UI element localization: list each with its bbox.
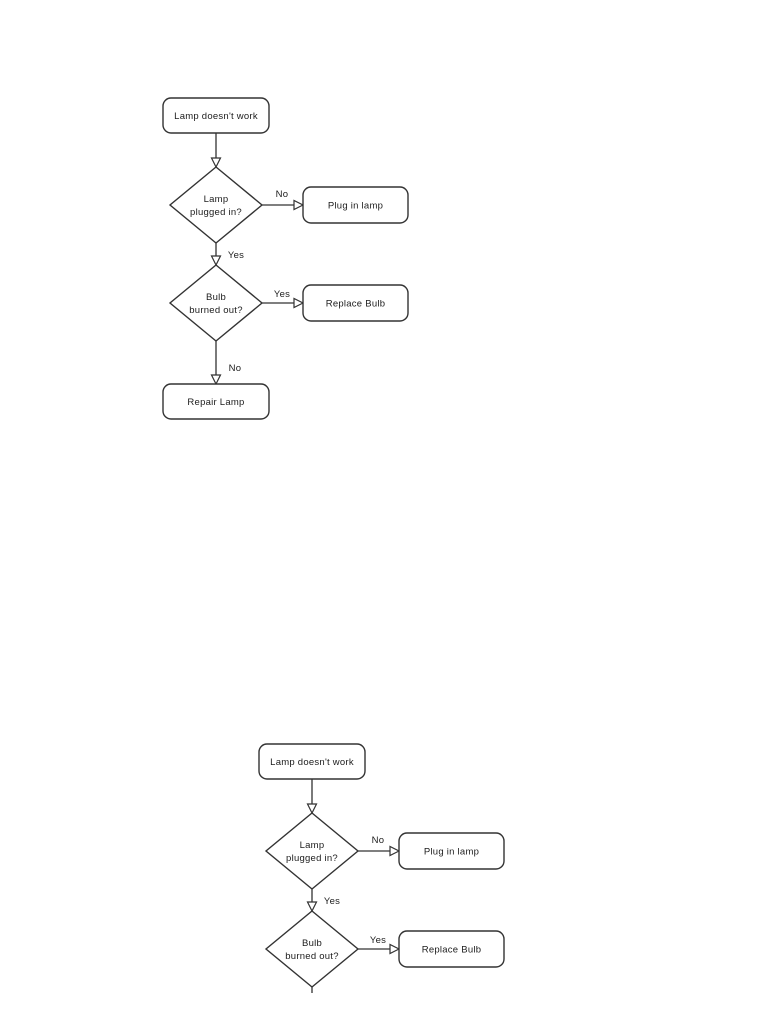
node-label: burned out? xyxy=(285,951,338,962)
node-label: plugged in? xyxy=(286,853,338,864)
open-arrowhead-icon xyxy=(293,199,305,211)
node-label: Replace Bulb xyxy=(326,299,386,310)
node-label: Plug in lamp xyxy=(328,201,383,212)
node-label: Bulb xyxy=(206,292,226,303)
open-arrowhead-icon xyxy=(210,157,222,169)
lamp-flowchart-top-edge-bulb-no: No xyxy=(210,341,242,386)
lamp-flowchart-bottom-edge-plugged-no: No xyxy=(358,835,401,857)
node-label: burned out? xyxy=(189,305,242,316)
lamp-flowchart-bottom-edge-plugged-yes: Yes xyxy=(306,889,340,913)
terminator-shape xyxy=(162,97,270,134)
lamp-flowchart-bottom-node-decision-plugged-in: Lamp plugged in? xyxy=(264,812,360,890)
node-label: Lamp doesn't work xyxy=(270,757,354,768)
node-label: Repair Lamp xyxy=(187,397,244,408)
terminator-shape xyxy=(302,284,409,322)
lamp-flowchart-bottom-edge-bulb-yes: Yes xyxy=(358,935,401,955)
lamp-flowchart-bottom-node-process-replace-bulb: Replace Bulb xyxy=(398,930,505,968)
lamp-flowchart-top-node-process-repair-lamp: Repair Lamp xyxy=(162,383,270,420)
edge-label-no: No xyxy=(229,363,242,374)
lamp-flowchart-top-node-decision-bulb-burned-out: Bulb burned out? xyxy=(168,264,264,342)
open-arrowhead-icon xyxy=(306,803,318,815)
node-label: Lamp xyxy=(204,194,229,205)
decision-diamond-shape xyxy=(264,812,360,890)
open-arrowhead-icon xyxy=(293,297,305,309)
edge-label-yes: Yes xyxy=(274,289,290,300)
edge-label-yes: Yes xyxy=(324,896,340,907)
edge-label-yes: Yes xyxy=(228,250,244,261)
lamp-flowchart-bottom-node-decision-bulb-burned-out: Bulb burned out? xyxy=(264,910,360,988)
lamp-flowchart-top-edge-bulb-yes: Yes xyxy=(262,289,305,309)
decision-diamond-shape xyxy=(168,264,264,342)
lamp-flowchart-top-node-process-replace-bulb: Replace Bulb xyxy=(302,284,409,322)
lamp-flowchart-top-edge-start-to-plugged xyxy=(210,133,222,169)
edge-label-no: No xyxy=(276,189,289,200)
node-label: Lamp doesn't work xyxy=(174,111,258,122)
lamp-flowchart-top-edge-plugged-yes: Yes xyxy=(210,243,244,267)
lamp-flowchart-top-edge-plugged-no: No xyxy=(262,189,305,211)
terminator-shape xyxy=(302,186,409,224)
terminator-shape xyxy=(398,832,505,870)
edge-label-no: No xyxy=(372,835,385,846)
node-label: plugged in? xyxy=(190,207,242,218)
terminator-shape xyxy=(162,383,270,420)
open-arrowhead-icon xyxy=(210,374,222,386)
edge-label-yes: Yes xyxy=(370,935,386,946)
terminator-shape xyxy=(258,743,366,780)
open-arrowhead-icon xyxy=(389,845,401,857)
lamp-flowchart-top-node-decision-plugged-in: Lamp plugged in? xyxy=(168,166,264,244)
decision-diamond-shape xyxy=(264,910,360,988)
node-label: Bulb xyxy=(302,938,322,949)
lamp-flowchart-top-node-process-plug-in-lamp: Plug in lamp xyxy=(302,186,409,224)
node-label: Plug in lamp xyxy=(424,847,479,858)
lamp-flowchart-top-node-start: Lamp doesn't work xyxy=(162,97,270,134)
terminator-shape xyxy=(398,930,505,968)
decision-diamond-shape xyxy=(168,166,264,244)
lamp-flowchart-bottom-node-process-plug-in-lamp: Plug in lamp xyxy=(398,832,505,870)
open-arrowhead-icon xyxy=(210,255,222,267)
lamp-flowchart-bottom-node-start: Lamp doesn't work xyxy=(258,743,366,780)
open-arrowhead-icon xyxy=(389,943,401,955)
open-arrowhead-icon xyxy=(306,901,318,913)
node-label: Replace Bulb xyxy=(422,945,482,956)
lamp-flowchart-bottom-edge-start-to-plugged xyxy=(306,779,318,815)
node-label: Lamp xyxy=(300,840,325,851)
